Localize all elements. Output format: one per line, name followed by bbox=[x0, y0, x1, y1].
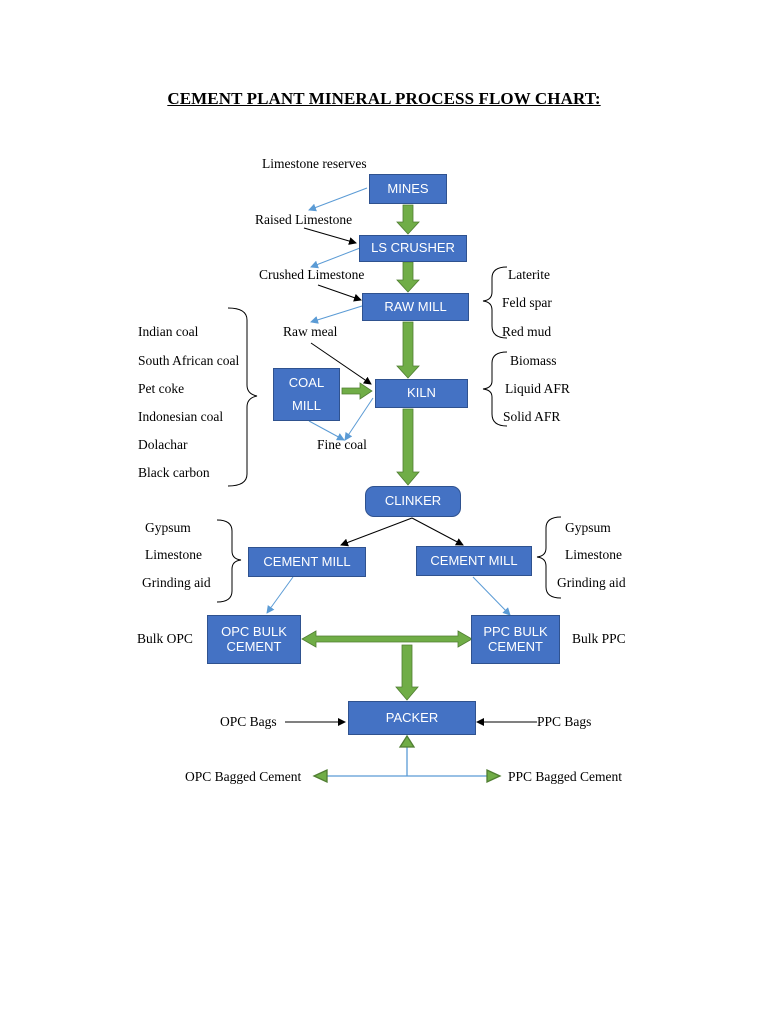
raw-mill-box: RAW MILL bbox=[362, 293, 469, 321]
limestone-reserves-label: Limestone reserves bbox=[262, 156, 367, 171]
kiln-box: KILN bbox=[375, 379, 468, 408]
mines-label: MINES bbox=[387, 180, 429, 196]
raw-meal-label: Raw meal bbox=[283, 324, 338, 339]
brace-kiln-fuels bbox=[482, 351, 508, 427]
cement-mill-left-box: CEMENT MILL bbox=[248, 547, 366, 577]
page-title: CEMENT PLANT MINERAL PROCESS FLOW CHART: bbox=[167, 89, 601, 108]
cement-mill-right-label: CEMENT MILL bbox=[430, 552, 518, 568]
raised-limestone-label: Raised Limestone bbox=[255, 212, 353, 227]
packer-label: PACKER bbox=[385, 709, 439, 725]
raw-mill-label: RAW MILL bbox=[384, 298, 447, 314]
bagged-cement-arrows bbox=[312, 734, 502, 784]
opc-bags-label: OPC Bags bbox=[220, 714, 277, 729]
opc-bulk-label-1: OPC BULK bbox=[221, 623, 287, 639]
packer-box: PACKER bbox=[348, 701, 476, 735]
ppc-bulk-cement-box: PPC BULK CEMENT bbox=[471, 615, 560, 664]
right-mill-input-item: Grinding aid bbox=[557, 575, 626, 590]
coal-mill-box: COAL MILL bbox=[273, 368, 340, 421]
ls-crusher-box: LS CRUSHER bbox=[359, 235, 467, 262]
coal-type-item: Indonesian coal bbox=[138, 409, 224, 424]
cement-mill-left-label: CEMENT MILL bbox=[263, 553, 351, 569]
arrow-coalmill-to-kiln bbox=[341, 382, 373, 400]
coal-mill-label-1: COAL bbox=[288, 374, 325, 390]
braces bbox=[216, 266, 562, 603]
arrow-crusher-to-rawmill bbox=[396, 261, 420, 293]
cement-mill-right-box: CEMENT MILL bbox=[416, 546, 532, 576]
fine-coal-label: Fine coal bbox=[317, 437, 367, 452]
opc-bulk-cement-box: OPC BULK CEMENT bbox=[207, 615, 301, 664]
coal-type-item: Black carbon bbox=[138, 465, 210, 480]
arrow-mines-to-crusher bbox=[396, 204, 420, 235]
opc-bulk-label-2: CEMENT bbox=[226, 638, 282, 654]
ppc-bulk-label-2: CEMENT bbox=[488, 638, 543, 654]
kiln-fuel-item: Solid AFR bbox=[503, 409, 561, 424]
left-mill-input-item: Limestone bbox=[145, 547, 202, 562]
right-mill-input-item: Gypsum bbox=[565, 520, 611, 535]
coal-type-item: Pet coke bbox=[138, 381, 185, 396]
opc-bagged-cement-label: OPC Bagged Cement bbox=[185, 769, 302, 784]
coal-type-item: Dolachar bbox=[138, 437, 188, 452]
right-mill-input-item: Limestone bbox=[565, 547, 622, 562]
brace-raw-mill-additives bbox=[482, 266, 508, 339]
raw-mill-additive-item: Red mud bbox=[502, 324, 552, 339]
output-arrows bbox=[266, 187, 511, 616]
brace-right-mill-inputs bbox=[536, 516, 562, 599]
arrow-kiln-to-clinker bbox=[396, 408, 420, 486]
coal-type-item: Indian coal bbox=[138, 324, 199, 339]
ls-crusher-label: LS CRUSHER bbox=[371, 240, 455, 256]
coal-type-item: South African coal bbox=[138, 353, 240, 368]
mines-box: MINES bbox=[369, 174, 447, 204]
bulk-opc-label: Bulk OPC bbox=[137, 631, 193, 646]
raw-mill-additive-item: Laterite bbox=[508, 267, 550, 282]
arrow-rawmill-to-kiln bbox=[396, 321, 420, 379]
raw-mill-additive-item: Feld spar bbox=[502, 295, 552, 310]
arrow-bulk-to-packer bbox=[395, 644, 419, 701]
arrow-opc-ppc-double bbox=[301, 630, 473, 648]
left-mill-input-item: Gypsum bbox=[145, 520, 191, 535]
brace-coal-types bbox=[227, 307, 258, 487]
kiln-fuel-item: Liquid AFR bbox=[505, 381, 570, 396]
bulk-ppc-label: Bulk PPC bbox=[572, 631, 626, 646]
kiln-label: KILN bbox=[407, 385, 436, 401]
clinker-box: CLINKER bbox=[365, 486, 461, 517]
crushed-limestone-label: Crushed Limestone bbox=[259, 267, 365, 282]
clinker-label: CLINKER bbox=[384, 493, 442, 509]
ppc-bags-label: PPC Bags bbox=[537, 714, 592, 729]
coal-mill-label-2: MILL bbox=[292, 397, 321, 413]
ppc-bagged-cement-label: PPC Bagged Cement bbox=[508, 769, 622, 784]
ppc-bulk-label-1: PPC BULK bbox=[483, 623, 548, 639]
brace-left-mill-inputs bbox=[216, 519, 242, 603]
thin-arrows bbox=[285, 227, 537, 726]
kiln-fuel-item: Biomass bbox=[510, 353, 557, 368]
left-mill-input-item: Grinding aid bbox=[142, 575, 211, 590]
